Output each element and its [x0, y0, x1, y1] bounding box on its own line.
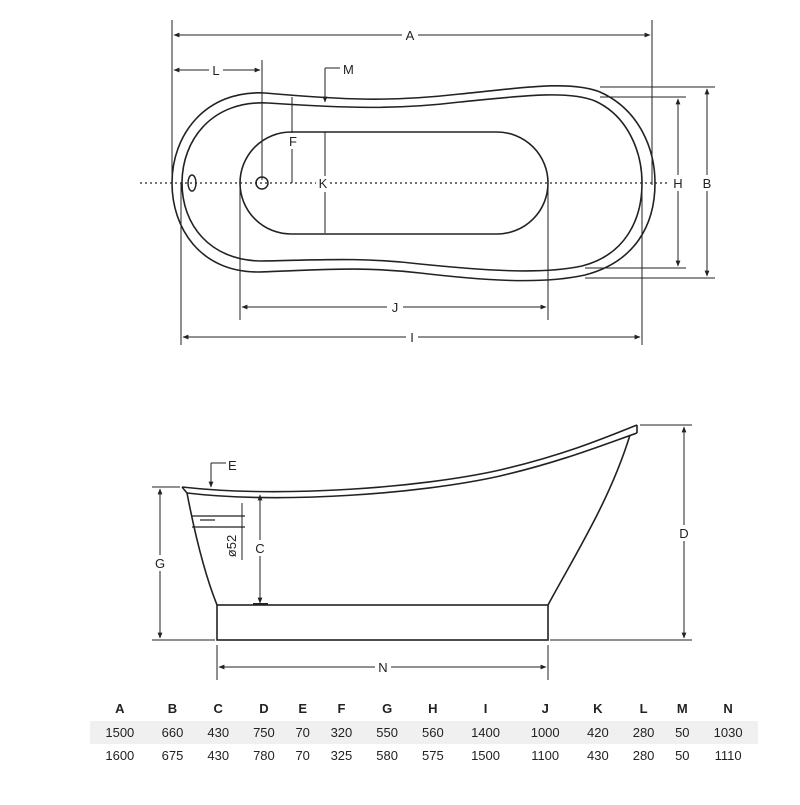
dimensions-table: A B C D E F G H I J K L M N 1500 660 430…	[90, 695, 758, 767]
table-cell: 320	[318, 721, 365, 744]
table-header-g: G	[382, 700, 393, 716]
label-c: C	[255, 541, 264, 556]
label-b: B	[703, 176, 712, 191]
table-cell: 575	[422, 748, 444, 763]
table-cell: 430	[195, 721, 242, 744]
side-view	[181, 424, 638, 641]
label-k: K	[319, 176, 328, 191]
outer-rim-outline	[171, 85, 656, 282]
label-a: A	[406, 28, 415, 43]
table-cell: 430	[587, 748, 609, 763]
table-header-m: M	[676, 700, 688, 716]
table-header-l: L	[639, 700, 648, 716]
label-h: H	[673, 176, 682, 191]
table-header-h: H	[428, 700, 438, 716]
table-cell: 50	[666, 721, 699, 744]
top-view-labels: A L M F K B H J I	[209, 27, 715, 345]
table-header-k: K	[593, 700, 603, 716]
table-cell: 50	[675, 748, 690, 763]
table-cell: 1600	[105, 748, 135, 763]
table-header-c: C	[213, 700, 223, 716]
table-header-b: B	[167, 700, 178, 716]
table-header-row: A B C D E F G H I J K L M N	[90, 695, 758, 721]
table-cell: 1000	[515, 721, 575, 744]
table-header-n: N	[723, 700, 733, 716]
rim-bottom-edge	[186, 432, 638, 499]
left-wall	[186, 492, 218, 606]
label-g: G	[155, 556, 165, 571]
side-view-labels: E C ø52 G D N	[152, 458, 692, 675]
table-header-i: I	[483, 700, 488, 716]
table-row: 1500 660 430 750 70 320 550 560 1400 100…	[90, 721, 758, 744]
label-e: E	[228, 458, 237, 473]
table-cell: 580	[376, 748, 398, 763]
table-row: 1600 675 430 780 70 325 580 575 1500 110…	[90, 744, 758, 767]
inner-rim-outline	[181, 94, 643, 272]
table-header-a: A	[115, 700, 125, 716]
table-cell: 1500	[471, 748, 500, 763]
table-cell: 280	[632, 748, 655, 763]
label-i: I	[410, 330, 414, 345]
bathtub-technical-drawing: A L M F K B H J I	[140, 20, 715, 680]
table-cell: 1110	[714, 748, 742, 763]
table-header-j: J	[541, 700, 549, 716]
right-wall	[547, 434, 631, 606]
table-cell: 560	[410, 721, 456, 744]
table-cell: 70	[295, 748, 310, 763]
label-drain-diameter: ø52	[224, 535, 239, 557]
table-cell: 675	[161, 748, 184, 763]
table-header-f: F	[337, 700, 346, 716]
label-d: D	[679, 526, 688, 541]
table-cell: 430	[207, 748, 230, 763]
top-view	[140, 85, 670, 282]
plinth	[216, 604, 549, 641]
label-m: M	[343, 62, 354, 77]
table-cell: 660	[149, 721, 196, 744]
table-cell: 1400	[455, 721, 516, 744]
label-f: F	[289, 134, 297, 149]
table-header-d: D	[259, 700, 269, 716]
table-cell: 550	[364, 721, 410, 744]
table-cell: 1030	[698, 721, 758, 744]
label-j: J	[392, 300, 399, 315]
top-view-dimensions	[171, 20, 715, 345]
table-cell: 780	[253, 748, 275, 763]
table-cell: 1500	[90, 721, 150, 744]
table-cell: 420	[575, 721, 621, 744]
table-cell: 1100	[531, 748, 560, 763]
label-n: N	[378, 660, 387, 675]
table-cell: 325	[330, 748, 353, 763]
table-cell: 280	[620, 721, 667, 744]
table-cell: 70	[286, 721, 319, 744]
label-l: L	[212, 63, 219, 78]
table-header-e: E	[298, 700, 308, 716]
table-cell: 750	[241, 721, 287, 744]
rim-top-edge	[181, 424, 638, 493]
